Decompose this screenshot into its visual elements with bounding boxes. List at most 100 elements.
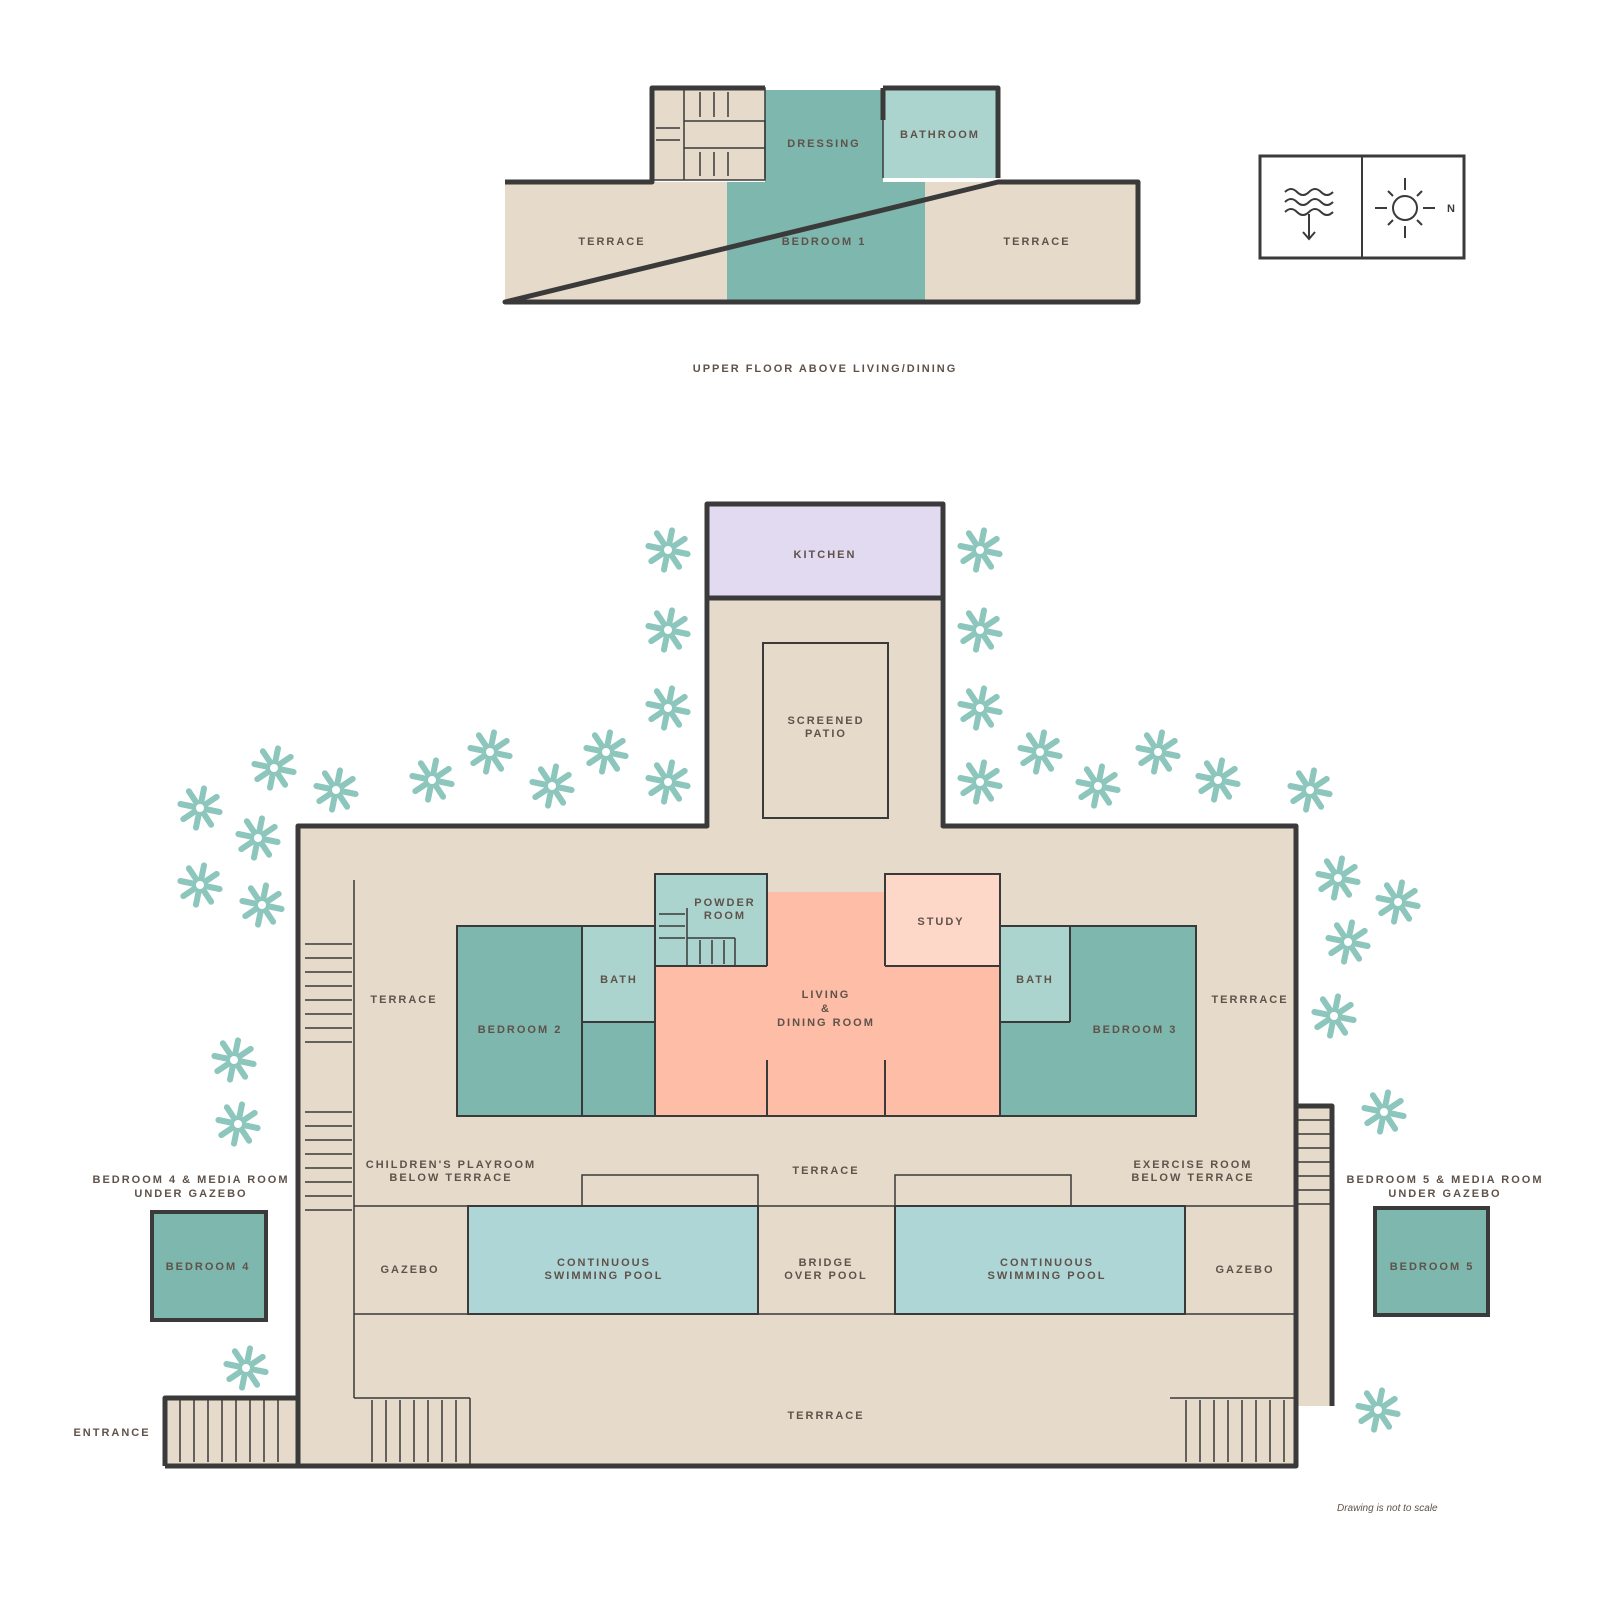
left-side-stairs-icon — [305, 943, 352, 1211]
label-living-2: & — [821, 1003, 831, 1015]
label-exercise-room-1: EXERCISE ROOM — [1134, 1159, 1253, 1171]
label-upper-bedroom-1: BEDROOM 1 — [782, 236, 867, 248]
screened-patio — [762, 642, 889, 819]
label-gazebo-right: GAZEBO — [1215, 1264, 1274, 1276]
label-kitchen: KITCHEN — [794, 549, 857, 561]
entrance-deck — [165, 1398, 298, 1466]
label-study: STUDY — [917, 916, 964, 928]
palm-tree-icon — [645, 759, 691, 805]
label-terrace-bottom: TERRRACE — [787, 1410, 864, 1422]
palm-tree-icon — [251, 745, 297, 791]
palm-tree-icon — [645, 685, 691, 731]
label-exercise-room-2: BELOW TERRACE — [1131, 1172, 1254, 1184]
palm-tree-icon — [1325, 919, 1371, 965]
label-powder-room-2: ROOM — [704, 910, 746, 922]
waves-down-arrow-icon — [1284, 188, 1334, 241]
north-label: N — [1447, 203, 1455, 215]
label-living-1: LIVING — [802, 989, 851, 1001]
pool-left — [467, 1205, 759, 1315]
upper-bathroom — [883, 90, 998, 178]
palm-tree-icon — [645, 607, 691, 653]
label-terrace-right: TERRRACE — [1211, 994, 1288, 1006]
palm-tree-icon — [1355, 1387, 1401, 1433]
pool-right — [894, 1205, 1186, 1315]
palm-tree-icon — [177, 785, 223, 831]
label-terrace-left: TERRACE — [370, 994, 437, 1006]
sun-icon — [1375, 178, 1435, 238]
upper-terrace-right — [925, 182, 1138, 302]
label-bedroom-2: BEDROOM 2 — [478, 1024, 563, 1036]
label-bedroom-3: BEDROOM 3 — [1093, 1024, 1178, 1036]
palm-trees — [177, 527, 1421, 1433]
palm-tree-icon — [1017, 729, 1063, 775]
label-entrance: ENTRANCE — [73, 1427, 150, 1439]
label-bath-left: BATH — [600, 974, 638, 986]
palm-tree-icon — [645, 527, 691, 573]
label-powder-room-1: POWDER — [694, 897, 756, 909]
palm-tree-icon — [1315, 855, 1361, 901]
ground-outer-walls — [165, 501, 1299, 1469]
label-upper-terrace-left: TERRACE — [578, 236, 645, 248]
label-screened-patio-1: SCREENED — [787, 715, 864, 727]
palm-tree-icon — [223, 1345, 269, 1391]
label-upper-dressing: DRESSING — [787, 138, 860, 150]
upper-floor-caption: UPPER FLOOR ABOVE LIVING/DINING — [693, 363, 958, 375]
palm-tree-icon — [1075, 763, 1121, 809]
palm-tree-icon — [1195, 757, 1241, 803]
footnote-not-to-scale: Drawing is not to scale — [1337, 1503, 1438, 1514]
palm-tree-icon — [1311, 993, 1357, 1039]
label-screened-patio-2: PATIO — [805, 728, 847, 740]
palm-tree-icon — [1375, 879, 1421, 925]
ground-labels: KITCHEN SCREENED PATIO POWDER ROOM STUDY… — [73, 549, 1544, 1514]
bath-left — [582, 926, 655, 1022]
living-dining-room — [655, 966, 1000, 1116]
palm-tree-icon — [409, 757, 455, 803]
label-pool-left-1: CONTINUOUS — [557, 1257, 651, 1269]
label-pool-right-2: SWIMMING POOL — [988, 1270, 1107, 1282]
palm-tree-icon — [957, 759, 1003, 805]
right-side-stairs-icon — [1298, 1119, 1330, 1205]
label-gazebo-left: GAZEBO — [380, 1264, 439, 1276]
palm-tree-icon — [957, 527, 1003, 573]
bedroom-5 — [1373, 1206, 1490, 1317]
label-upper-terrace-right: TERRACE — [1003, 236, 1070, 248]
palm-tree-icon — [313, 767, 359, 813]
label-bedroom-5-caption-2: UNDER GAZEBO — [1388, 1188, 1501, 1200]
living-upper — [767, 892, 885, 966]
palm-tree-icon — [215, 1101, 261, 1147]
right-side-deck — [1296, 1106, 1332, 1406]
palm-tree-icon — [583, 729, 629, 775]
label-terrace-center: TERRACE — [792, 1165, 859, 1177]
interior-walls — [456, 873, 1197, 1117]
bedroom-4 — [150, 1210, 268, 1322]
palm-tree-icon — [211, 1037, 257, 1083]
label-bedroom-5-caption-1: BEDROOM 5 & MEDIA ROOM — [1347, 1174, 1544, 1186]
label-pool-right-1: CONTINUOUS — [1000, 1257, 1094, 1269]
bath-right — [1000, 926, 1070, 1022]
upper-terrace-left — [505, 182, 727, 302]
ground-floor — [150, 501, 1490, 1469]
label-upper-bathroom: BATHROOM — [900, 129, 980, 141]
label-bridge-2: OVER POOL — [784, 1270, 867, 1282]
right-deck-wall — [1296, 1103, 1335, 1406]
palm-tree-icon — [957, 607, 1003, 653]
label-bedroom-4-caption-1: BEDROOM 4 & MEDIA ROOM — [93, 1174, 290, 1186]
powder-room — [655, 874, 767, 966]
palm-tree-icon — [1287, 767, 1333, 813]
powder-stairs-icon — [659, 908, 736, 966]
palm-tree-icon — [957, 685, 1003, 731]
label-bedroom-4: BEDROOM 4 — [166, 1261, 251, 1273]
label-bath-right: BATH — [1016, 974, 1054, 986]
bottom-stairs-icon — [179, 1400, 1285, 1462]
upper-floor-walls — [502, 85, 1141, 305]
upper-floor: DRESSING BATHROOM TERRACE BEDROOM 1 TERR… — [502, 85, 1141, 375]
upper-dressing — [765, 90, 883, 182]
label-bedroom-4-caption-2: UNDER GAZEBO — [134, 1188, 247, 1200]
palm-tree-icon — [235, 815, 281, 861]
palm-tree-icon — [529, 763, 575, 809]
entrance-wall — [162, 1395, 298, 1466]
label-childrens-playroom-1: CHILDREN'S PLAYROOM — [366, 1159, 536, 1171]
label-childrens-playroom-2: BELOW TERRACE — [389, 1172, 512, 1184]
upper-stair-block — [652, 88, 765, 180]
